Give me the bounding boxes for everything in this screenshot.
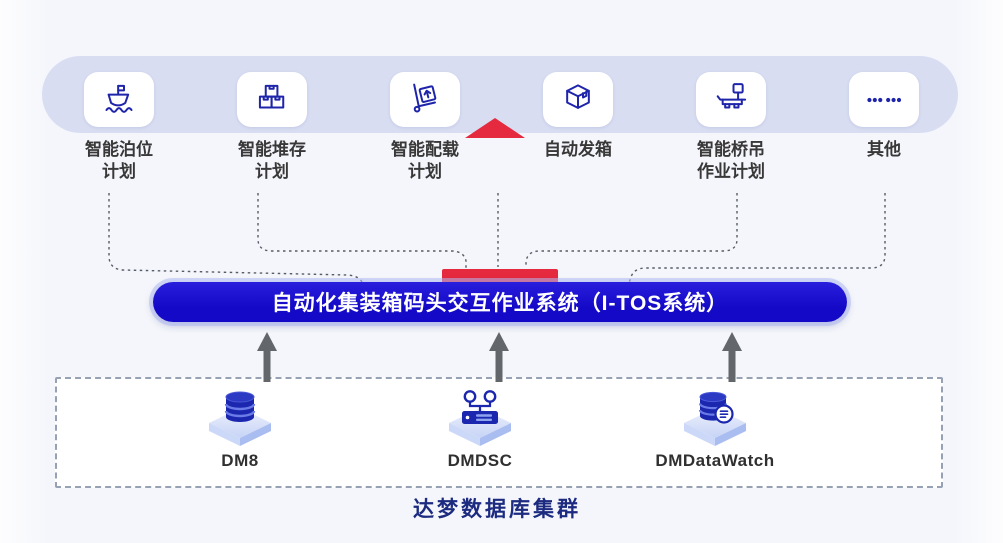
db-item-label: DMDSC (447, 451, 513, 470)
module-label-line: 作业计划 (697, 162, 765, 182)
ship-icon (105, 84, 133, 113)
module-stacking-plan: 智能堆存 计划 (212, 72, 332, 183)
tos-system-bar: 自动化集装箱码头交互作业系统（I-TOS系统） (153, 282, 847, 322)
module-stowage-plan: 智能配载 计划 (365, 72, 485, 183)
module-label-line: 计划 (102, 162, 136, 182)
module-bridge-crane-plan: 智能桥吊 作业计划 (671, 72, 791, 183)
gantry-crane-icon (716, 82, 747, 108)
module-auto-dispatch: 自动发箱 (518, 72, 638, 161)
module-card (696, 72, 766, 127)
module-label: 智能桥吊 作业计划 (671, 139, 791, 183)
up-arrow (257, 332, 277, 382)
modules-bar (42, 56, 958, 133)
cluster-title: 达梦数据库集群 (413, 498, 581, 521)
module-label-line: 其他 (867, 140, 901, 159)
module-berth-plan: 智能泊位 计划 (59, 72, 179, 183)
module-label-line: 自动发箱 (544, 140, 612, 159)
module-label: 智能配载 计划 (365, 139, 485, 183)
database-icon (209, 391, 271, 446)
db-item-dmdsc: DMDSC (390, 388, 570, 471)
module-card (543, 72, 613, 127)
module-label: 自动发箱 (518, 139, 638, 161)
module-others: 其他 (824, 72, 944, 161)
cube-icon (566, 83, 590, 109)
db-item-label: DM8 (221, 451, 259, 470)
module-card (237, 72, 307, 127)
module-label: 智能泊位 计划 (59, 139, 179, 183)
up-arrow (722, 332, 742, 382)
module-card (390, 72, 460, 127)
module-label-line: 智能配载 (391, 140, 459, 159)
module-label: 其他 (824, 139, 944, 161)
module-label-line: 智能桥吊 (697, 140, 765, 159)
server-cluster-icon (449, 390, 511, 446)
module-card (84, 72, 154, 127)
tos-system-title: 自动化集装箱码头交互作业系统（I-TOS系统） (271, 292, 729, 315)
hand-truck-icon (413, 83, 437, 113)
database-watch-icon (684, 391, 746, 446)
db-item-dm8: DM8 (150, 388, 330, 471)
module-label-line: 计划 (255, 162, 289, 182)
dashed-connectors (108, 193, 886, 285)
module-card (849, 72, 919, 127)
db-item-dmdatawatch: DMDataWatch (625, 388, 805, 471)
up-arrow (489, 332, 509, 382)
module-label: 智能堆存 计划 (212, 139, 332, 183)
module-label-line: 计划 (408, 162, 442, 182)
module-label-line: 智能泊位 (85, 140, 153, 159)
db-item-label: DMDataWatch (655, 451, 775, 470)
module-label-line: 智能堆存 (238, 140, 306, 159)
up-arrows (257, 332, 742, 382)
stacked-boxes-icon (258, 84, 285, 109)
dots-icon (867, 97, 902, 102)
